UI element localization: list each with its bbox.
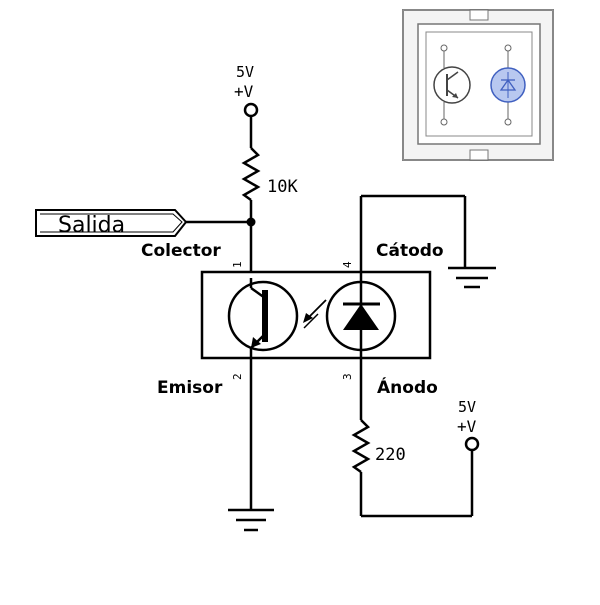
collector-pin-number: 1	[231, 261, 244, 268]
ground-symbol-right	[448, 266, 496, 289]
package-inset	[402, 9, 554, 161]
emitter-pin-number: 2	[231, 373, 244, 380]
resistor-10k-label: 10K	[267, 177, 298, 197]
vcc-right-volt: 5V	[458, 398, 476, 416]
ground-symbol-left	[228, 508, 274, 532]
resistor-220	[351, 419, 371, 474]
resistor-220-label: 220	[375, 445, 406, 465]
phototransistor-symbol	[227, 278, 299, 362]
light-emission-arrows	[303, 299, 327, 329]
mini-transistor-icon	[433, 66, 471, 104]
cathode-pin-number: 4	[341, 261, 354, 268]
led-symbol	[325, 280, 397, 352]
vcc-top-plus: +V	[234, 82, 254, 101]
vcc-top-terminal	[243, 102, 259, 118]
collector-label: Colector	[141, 241, 221, 261]
cathode-label: Cátodo	[376, 241, 444, 261]
mini-led-icon	[490, 67, 526, 103]
vcc-right-plus: +V	[457, 417, 477, 436]
anode-pin-number: 3	[341, 373, 354, 380]
output-label: Salida	[58, 213, 125, 238]
vcc-top-volt: 5V	[236, 63, 254, 81]
emitter-label: Emisor	[157, 378, 223, 398]
output-flag	[35, 209, 188, 237]
vcc-right-terminal	[464, 436, 480, 452]
anode-label: Ánodo	[377, 376, 438, 398]
resistor-10k	[241, 147, 261, 202]
